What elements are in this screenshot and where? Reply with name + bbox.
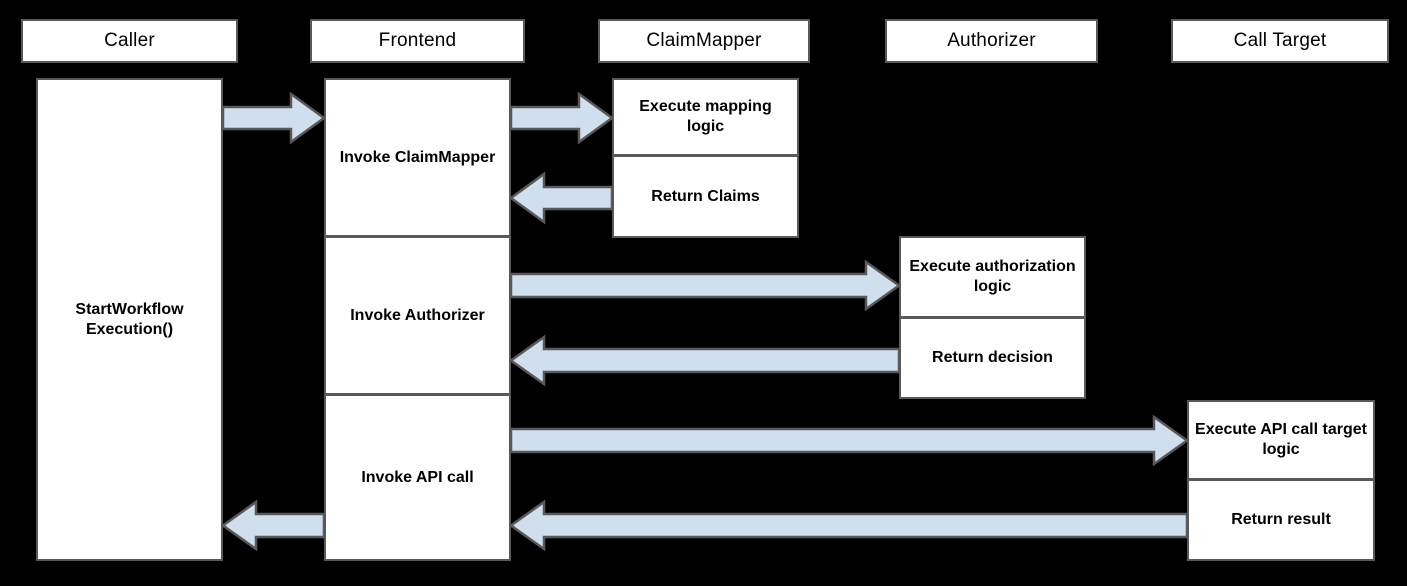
activation-calltarget-return-result-label: Return result — [1231, 511, 1331, 528]
message-arrow-frontend-to-authorizer-call — [509, 259, 902, 312]
lifeline-header-authorizer-label: Authorizer — [947, 30, 1036, 51]
message-arrow-claimmapper-to-frontend-return — [508, 171, 614, 225]
message-arrow-frontend-to-calltarget-call — [509, 414, 1190, 467]
activation-frontend-invoke-api-call: Invoke API call — [324, 395, 511, 561]
activation-frontend-invoke-api-call-label: Invoke API call — [361, 468, 474, 486]
activation-authorizer-return-decision-label: Return decision — [932, 349, 1053, 366]
activation-calltarget-return-result: Return result — [1187, 480, 1375, 561]
activation-caller-startworkflow-label: StartWorkflow Execution() — [75, 300, 184, 338]
activation-claimmapper-return-claims: Return Claims — [612, 156, 799, 238]
lifeline-header-frontend-label: Frontend — [378, 30, 457, 51]
activation-calltarget-execute-api-call-target-logic-label: Execute API call target logic — [1195, 421, 1367, 458]
activation-calltarget-execute-api-call-target-logic: Execute API call target logic — [1187, 400, 1375, 480]
activation-frontend-invoke-claimmapper-label: Invoke ClaimMapper — [339, 148, 496, 166]
message-arrow-caller-to-frontend-call — [221, 91, 327, 145]
lifeline-header-calltarget: Call Target — [1171, 19, 1389, 63]
lifeline-header-claimmapper-label: ClaimMapper — [646, 30, 762, 51]
lifeline-header-authorizer: Authorizer — [885, 19, 1098, 63]
activation-caller-startworkflow: StartWorkflow Execution() — [36, 78, 223, 561]
message-arrow-authorizer-to-frontend-return — [508, 334, 901, 387]
lifeline-header-claimmapper: ClaimMapper — [598, 19, 810, 63]
activation-frontend-invoke-authorizer-label: Invoke Authorizer — [350, 306, 485, 324]
activation-authorizer-return-decision: Return decision — [899, 318, 1086, 399]
activation-claimmapper-execute-mapping-logic-label: Execute mapping logic — [639, 98, 772, 135]
activation-frontend-invoke-claimmapper: Invoke ClaimMapper — [324, 78, 511, 237]
message-arrow-frontend-to-caller-return — [220, 499, 326, 552]
activation-authorizer-execute-authorization-logic: Execute authorization logic — [899, 236, 1086, 318]
activation-claimmapper-return-claims-label: Return Claims — [651, 187, 760, 205]
message-arrow-frontend-to-claimmapper-call — [509, 91, 615, 145]
message-arrow-calltarget-to-frontend-return — [508, 499, 1189, 552]
lifeline-header-caller: Caller — [21, 19, 238, 63]
lifeline-header-calltarget-label: Call Target — [1233, 30, 1327, 51]
activation-claimmapper-execute-mapping-logic: Execute mapping logic — [612, 78, 799, 156]
activation-authorizer-execute-authorization-logic-label: Execute authorization logic — [909, 258, 1076, 295]
lifeline-header-frontend: Frontend — [310, 19, 525, 63]
activation-frontend-invoke-authorizer: Invoke Authorizer — [324, 237, 511, 395]
lifeline-header-caller-label: Caller — [104, 30, 155, 51]
